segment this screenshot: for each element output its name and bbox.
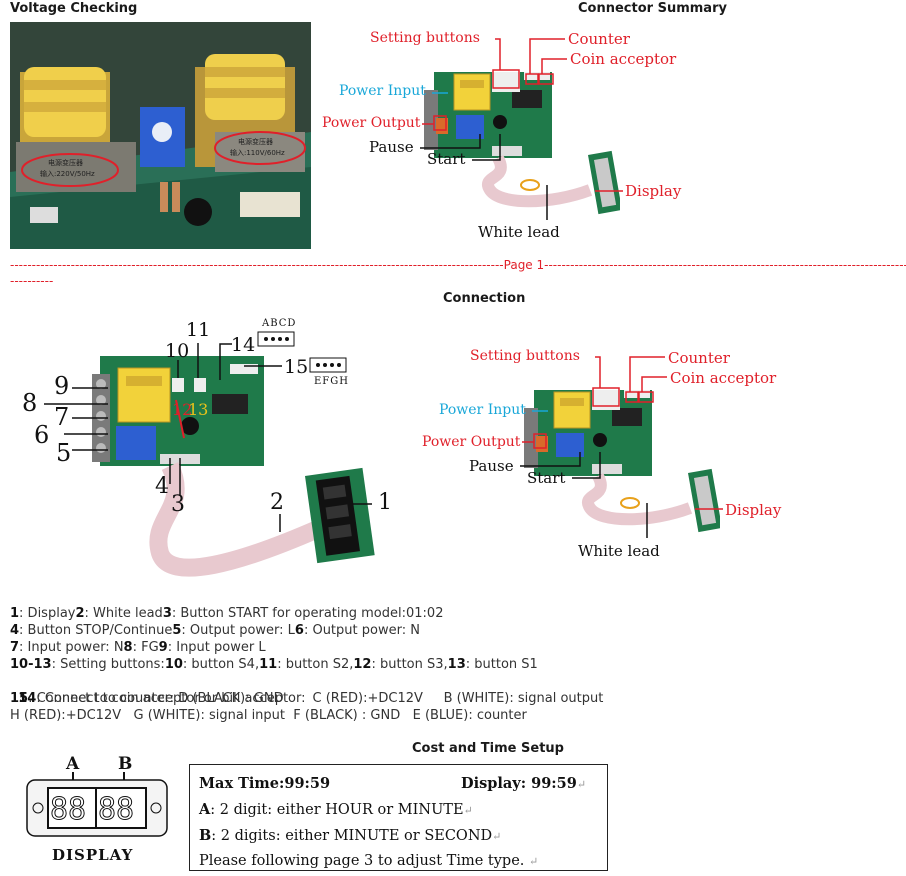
conn-num-4: 4 [155,474,169,499]
conn-num-7: 7 [54,403,70,431]
conn-num-13: 13 [188,400,209,419]
label-start: Start [427,150,466,168]
legend-line-6: 15: Connect to coin acceptor or bill acc… [10,691,306,706]
label-coin-acceptor: Coin acceptor [570,50,677,68]
conn-num-14: 14 [231,334,256,356]
label-display: Display [625,182,682,200]
right-photo-label-1: 电源变压器 [238,137,273,146]
legend-line-7: H (RED):+DC12V G (WHITE): signal input F… [10,708,527,723]
separator-page-label: Page 1 [503,258,545,272]
summary-leader-lines [420,38,623,220]
conn-num-12: 12 [172,400,193,419]
display-graphic: 88 88 [26,772,168,837]
max-time-value: 99:59 [284,775,331,792]
separator-wrap: ---------- [10,274,54,288]
legend-line-5: 14: Connect to counter: D (BLACK): GND C… [18,691,604,706]
conn-label-white-lead: White lead [578,542,660,560]
voltage-photo-art: 电源变压器 输入:220V/50Hz 电源变压器 输入:110V/60Hz [10,22,311,249]
legend-line-2: 4: Button STOP/Continue5: Output power: … [10,623,420,638]
label-setting-buttons: Setting buttons [370,30,480,46]
conn-num-1: 1 [378,490,392,515]
conn-label-pause: Pause [469,457,514,475]
conn-label-coin-acceptor: Coin acceptor [670,369,777,387]
conn-num-15: 15 [284,356,309,378]
setup-info-box: Max Time:99:59 Display: 99:59↵ A: 2 digi… [189,764,608,871]
left-photo-label-1: 电源变压器 [48,158,83,167]
conn-label-start: Start [527,469,566,487]
conn-num-2: 2 [270,490,284,515]
svg-text:88: 88 [98,792,134,827]
conn-label-counter: Counter [668,349,730,367]
connector-abcd-label: ABCD [262,318,297,329]
right-photo-label-2: 输入:110V/60Hz [230,148,285,157]
separator-right-dashes: ----------------------------------------… [544,258,906,272]
conn-num-11: 11 [186,319,211,341]
setup-row-max-time: Max Time:99:59 Display: 99:59↵ [199,775,587,792]
separator-left-dashes: ----------------------------------------… [10,258,504,272]
conn-label-power-output: Power Output [422,434,521,450]
label-counter: Counter [568,30,630,48]
connection-leader-lines [520,356,723,538]
conn-num-8: 8 [22,389,38,417]
connector-efgh-label: EFGH [314,376,349,387]
left-photo-label-2: 输入:220V/50Hz [40,169,95,178]
label-white-lead: White lead [478,223,560,241]
setup-row-c: Please following page 3 to adjust Time t… [199,853,539,869]
label-power-output: Power Output [322,115,421,131]
voltage-photo: 电源变压器 输入:220V/50Hz 电源变压器 输入:110V/60Hz [10,22,311,249]
page-separator: ----------------------------------------… [10,258,906,272]
connection-diagram [44,331,375,577]
conn-num-5: 5 [56,439,72,467]
legend-line-1: 1: Display2: White lead3: Button START f… [10,606,444,621]
label-power-input: Power Input [339,83,426,99]
setup-title: Cost and Time Setup [412,741,564,756]
legend-line-4: 10-13: Setting buttons:10: button S4,11:… [10,657,538,672]
connector-summary-title: Connector Summary [578,1,727,16]
conn-num-6: 6 [34,421,50,449]
conn-label-power-input: Power Input [439,402,526,418]
max-time-label: Max Time: [199,775,285,792]
display-label-b: B [118,754,133,774]
display-value: Display: 99:59 [461,775,577,792]
svg-text:88: 88 [50,792,86,827]
conn-num-3: 3 [171,492,185,517]
conn-num-9: 9 [54,372,70,400]
conn-label-setting-buttons: Setting buttons [470,348,580,364]
label-pause: Pause [369,138,414,156]
setup-row-b: B: 2 digits: either MINUTE or SECOND↵ [199,827,502,844]
connection-title: Connection [443,291,526,306]
legend-line-3: 7: Input power: N8: FG9: Input power L [10,640,266,655]
display-label-a: A [66,754,80,774]
conn-num-10: 10 [165,340,190,362]
conn-label-display: Display [725,501,782,519]
setup-row-a: A: 2 digit: either HOUR or MINUTE↵ [199,801,473,818]
display-caption: DISPLAY [52,846,134,864]
voltage-checking-title: Voltage Checking [10,1,138,16]
